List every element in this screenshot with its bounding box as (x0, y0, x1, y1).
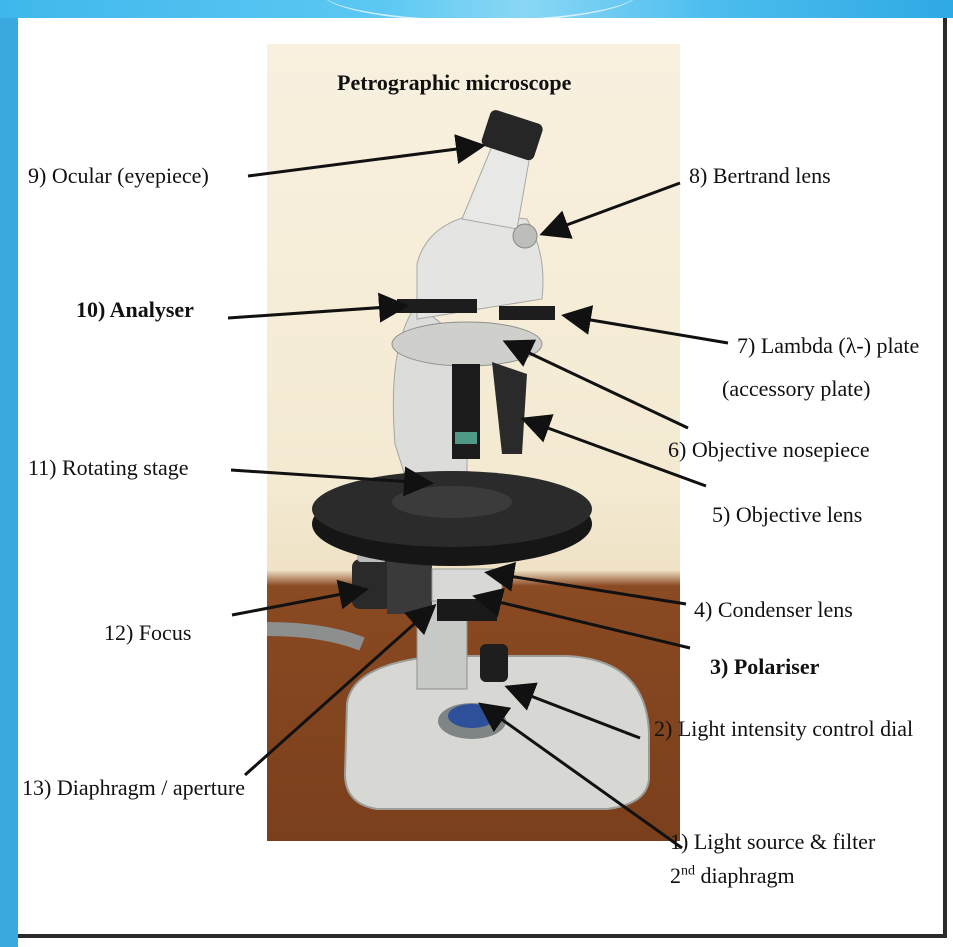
label-light-2-sup: nd (681, 864, 695, 879)
arrow-bertrand (545, 183, 680, 233)
arrow-analyser (228, 306, 403, 318)
arrow-dial (510, 688, 640, 738)
arrow-stage (231, 470, 428, 483)
label-light-2-rest: diaphragm (695, 863, 795, 888)
arrow-lambda (567, 316, 728, 343)
label-focus: 12) Focus (104, 620, 191, 645)
label-analyser: 10) Analyser (76, 297, 194, 322)
label-dial: 2) Light intensity control dial (654, 716, 913, 741)
label-objective: 5) Objective lens (712, 502, 862, 527)
arrow-polariser (478, 597, 690, 648)
arrow-diaphragm (245, 608, 432, 775)
label-polariser: 3) Polariser (710, 654, 819, 679)
label-ocular: 9) Ocular (eyepiece) (28, 163, 209, 188)
label-light-2-num: 2 (670, 863, 681, 888)
label-lambda-1: 7) Lambda (λ-) plate (737, 333, 919, 358)
label-bertrand: 8) Bertrand lens (689, 163, 831, 188)
arrow-ocular (248, 146, 480, 176)
arrow-condenser (490, 573, 686, 604)
arrow-nosepiece (508, 343, 688, 428)
label-condenser: 4) Condenser lens (694, 597, 853, 622)
label-nosepiece: 6) Objective nosepiece (668, 437, 870, 462)
label-stage: 11) Rotating stage (28, 455, 189, 480)
arrow-light (483, 706, 682, 848)
label-light-1: 1) Light source & filter (670, 829, 875, 854)
label-lambda-2: (accessory plate) (722, 376, 870, 401)
arrow-focus (232, 590, 363, 615)
label-light-2: 2nd diaphragm (670, 863, 795, 888)
label-diaphragm: 13) Diaphragm / aperture (22, 775, 245, 800)
